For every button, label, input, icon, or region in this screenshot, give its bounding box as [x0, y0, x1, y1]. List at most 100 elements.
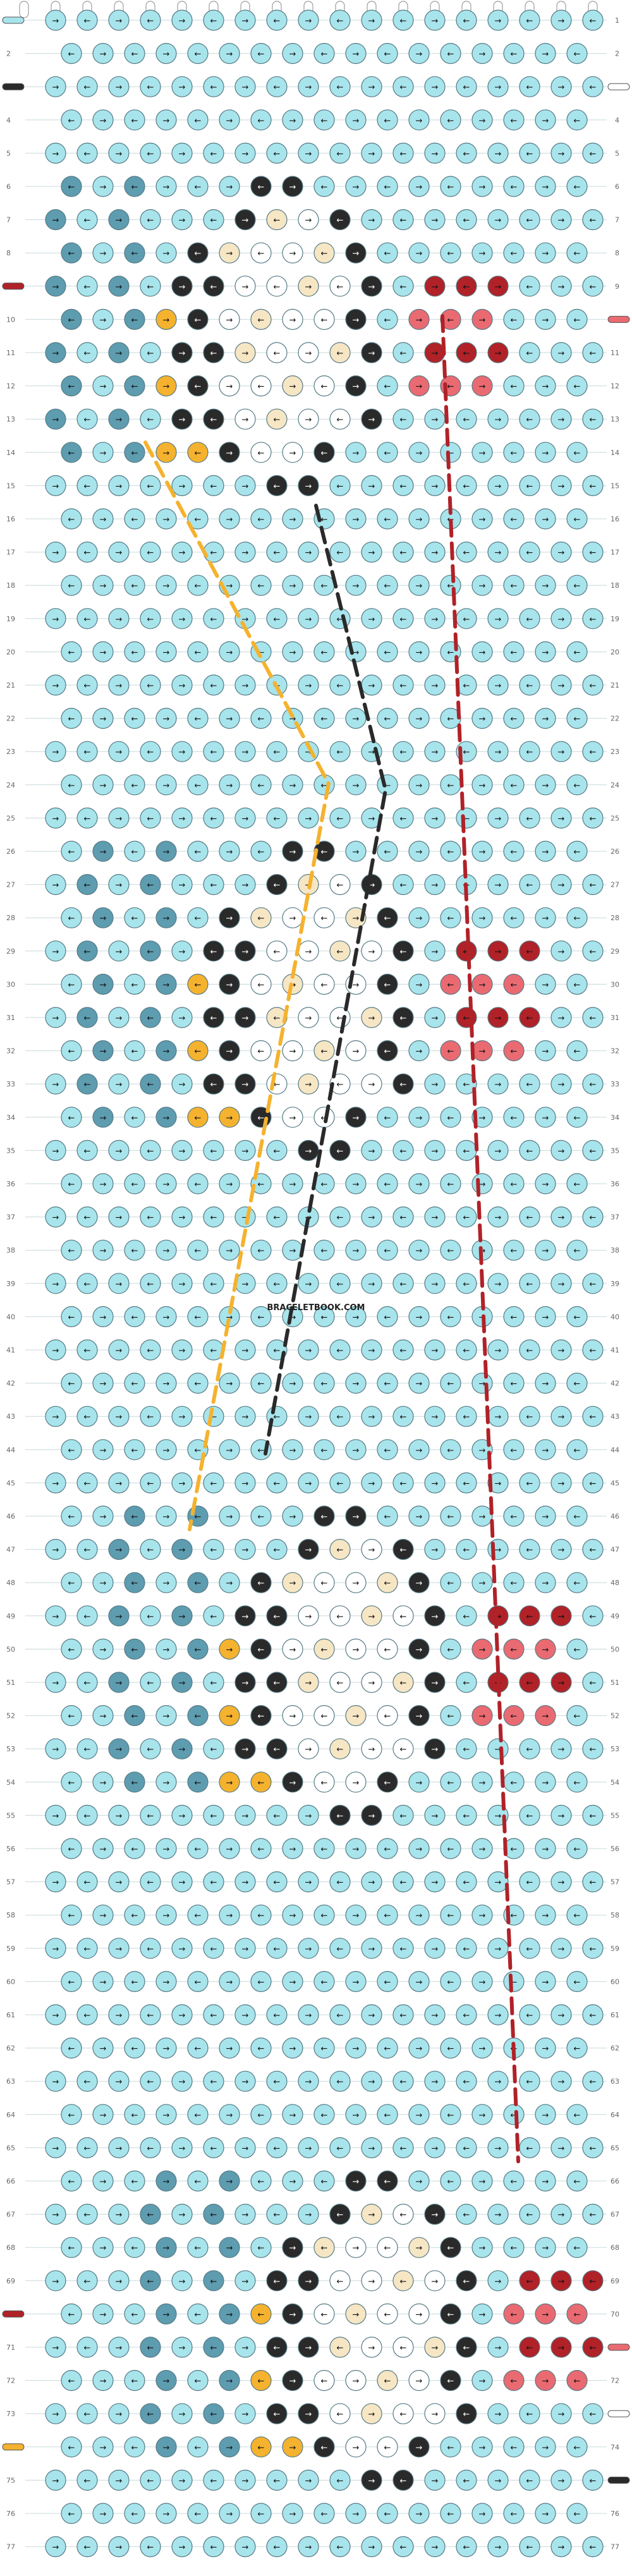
knot — [550, 1472, 572, 1493]
knot-arrow: ← — [274, 2077, 281, 2087]
knot-arrow: → — [179, 1745, 186, 1754]
knot — [92, 973, 114, 995]
knot-arrow: → — [305, 2343, 312, 2353]
knot-arrow: → — [542, 382, 549, 392]
knot — [124, 1505, 145, 1527]
knot-arrow: → — [416, 781, 423, 791]
knot — [361, 1871, 382, 1893]
knot-arrow: ← — [511, 1978, 518, 1987]
knot — [298, 1871, 319, 1893]
knot — [282, 375, 303, 397]
knot-arrow: ← — [321, 2244, 328, 2253]
knot — [203, 1539, 224, 1560]
row-label-left: 33 — [6, 1080, 15, 1088]
knot — [282, 1040, 303, 1062]
knot-arrow: ← — [131, 1911, 138, 1921]
knot — [92, 42, 114, 64]
knot — [377, 109, 398, 131]
row-label-right: 14 — [611, 449, 619, 457]
knot-arrow: ← — [210, 1280, 217, 1289]
knot — [424, 2403, 446, 2424]
knot — [266, 2536, 288, 2558]
knot — [408, 973, 430, 995]
knot-arrow: → — [226, 2310, 233, 2319]
knot — [234, 209, 256, 231]
knot-arrow: ← — [447, 2377, 454, 2386]
row-label-right: 52 — [611, 1712, 619, 1720]
knot — [550, 2536, 572, 2558]
knot — [503, 1040, 525, 1062]
row-label-left: 58 — [6, 1911, 15, 1919]
knot — [566, 574, 588, 596]
knot-arrow: → — [542, 1911, 549, 1921]
knot — [76, 2270, 98, 2292]
knot-arrow: → — [52, 1479, 59, 1488]
knot — [203, 2536, 224, 2558]
knot-arrow: ← — [337, 881, 344, 890]
knot — [456, 9, 477, 31]
knot-arrow: → — [558, 2343, 565, 2353]
knot — [329, 2137, 351, 2158]
knot-arrow: ← — [337, 1080, 344, 1090]
knot — [408, 1705, 430, 1727]
knot — [108, 873, 130, 896]
knot-arrow: ← — [147, 1346, 154, 1356]
knot — [471, 1572, 493, 1593]
knot-arrow: ← — [463, 1014, 470, 1023]
knot — [440, 1306, 461, 1327]
knot — [440, 1373, 461, 1394]
knot-arrow: → — [416, 315, 423, 325]
knot — [155, 1771, 177, 1793]
knot — [45, 940, 66, 962]
knot-arrow: ← — [258, 2044, 265, 2054]
knot-arrow: → — [163, 980, 170, 990]
knot — [408, 2038, 430, 2059]
knot — [234, 1139, 256, 1162]
knot-arrow: ← — [195, 1313, 202, 1322]
knot — [582, 608, 604, 629]
knot — [108, 1206, 130, 1228]
knot-arrow: ← — [131, 116, 138, 126]
knot — [550, 2070, 572, 2092]
knot-arrow: → — [100, 1845, 107, 1854]
knot-arrow: → — [368, 349, 375, 358]
knot-arrow: ← — [147, 2011, 154, 2020]
knot — [503, 774, 525, 796]
knot — [140, 1073, 161, 1095]
knot-arrow: → — [479, 581, 486, 591]
knot-arrow: ← — [131, 449, 138, 458]
knot-arrow: ← — [68, 382, 75, 392]
knot — [124, 641, 145, 663]
knot — [61, 1107, 82, 1128]
knot — [456, 1672, 477, 1693]
knot-arrow: ← — [321, 1911, 328, 1921]
knot — [219, 1904, 240, 1926]
knot — [329, 408, 351, 430]
knot-arrow: → — [353, 315, 360, 325]
knot-arrow: ← — [574, 1446, 581, 1455]
knot-arrow: → — [479, 1911, 486, 1921]
knot-arrow: ← — [258, 781, 265, 791]
knot-arrow: ← — [511, 980, 518, 990]
knot-arrow: → — [242, 216, 249, 226]
knot-arrow: → — [495, 748, 502, 757]
knot-arrow: ← — [84, 1745, 91, 1754]
knot-arrow: ← — [574, 2244, 581, 2253]
knot — [203, 1206, 224, 1228]
knot — [566, 1505, 588, 1527]
knot-arrow: → — [163, 781, 170, 791]
knot-arrow: → — [52, 349, 59, 358]
knot-arrow: ← — [590, 1811, 597, 1821]
knot — [61, 1239, 82, 1261]
knot — [345, 841, 367, 862]
knot-arrow: ← — [147, 2343, 154, 2353]
knot — [250, 1373, 272, 1394]
knot — [550, 1339, 572, 1361]
knot — [203, 608, 224, 629]
knot-arrow: ← — [526, 2543, 533, 2553]
knot — [519, 1007, 540, 1028]
knot — [108, 1539, 130, 1560]
knot-arrow: → — [479, 1446, 486, 1455]
knot — [45, 2204, 66, 2225]
knot — [550, 1139, 572, 1162]
